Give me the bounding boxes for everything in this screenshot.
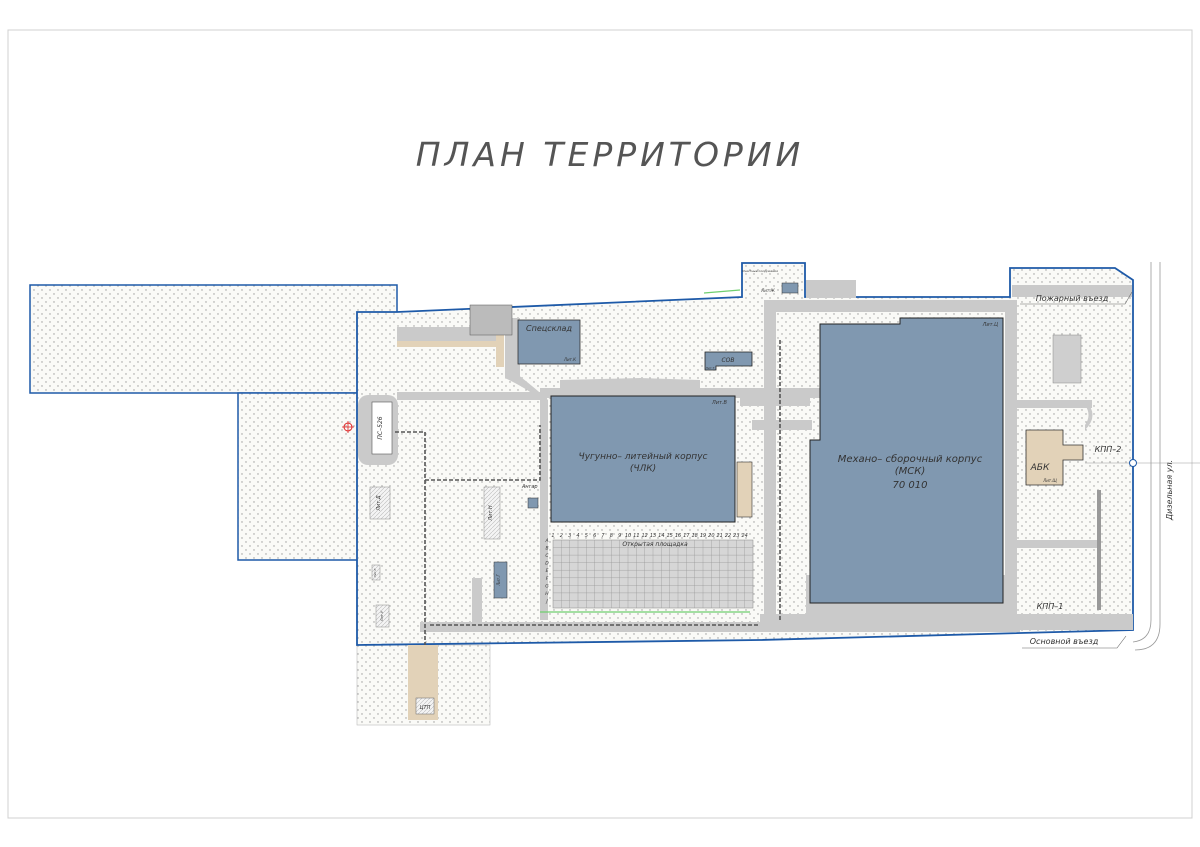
column-label: 14 bbox=[658, 533, 664, 539]
svg-text:ПС–526: ПС–526 bbox=[377, 416, 384, 439]
column-label: 4 bbox=[576, 533, 579, 539]
svg-text:Лит.В: Лит.В bbox=[711, 400, 728, 406]
building-lit-d[interactable]: Лит.Д bbox=[369, 486, 391, 520]
building-ps526[interactable]: ПС–526 bbox=[371, 401, 393, 455]
building-lit-g[interactable]: Лит.Г bbox=[493, 561, 508, 599]
column-label: 19 bbox=[700, 533, 706, 539]
building-annex bbox=[736, 461, 753, 518]
building-sov[interactable]: СОВ Лит.Т bbox=[704, 351, 753, 371]
column-label: 18 bbox=[691, 533, 697, 539]
svg-text:Чугунно– литейный корпус: Чугунно– литейный корпус bbox=[579, 452, 708, 462]
column-label: 2 bbox=[560, 533, 563, 539]
fire-entrance-label: Пожарный въезд bbox=[1020, 291, 1133, 305]
svg-text:Лит.Ц: Лит.Ц bbox=[982, 322, 999, 328]
utility-lines bbox=[395, 340, 781, 700]
building-msk[interactable]: Механо– сборочный корпус (МСК) 70 010 Ли… bbox=[809, 317, 1004, 604]
row-label: H bbox=[545, 591, 549, 597]
column-label: 24 bbox=[741, 533, 747, 539]
column-label: 21 bbox=[716, 533, 722, 539]
row-label: G bbox=[545, 583, 549, 589]
column-label: 17 bbox=[683, 533, 690, 539]
row-label: E bbox=[546, 568, 549, 574]
column-label: 22 bbox=[725, 533, 731, 539]
column-label: 7 bbox=[601, 533, 605, 539]
main-entrance-label: Основной въезд bbox=[1022, 635, 1127, 649]
svg-text:Очистные сооружения: Очистные сооружения bbox=[742, 269, 778, 273]
svg-text:АБК: АБК bbox=[1030, 463, 1050, 473]
column-label: 5 bbox=[585, 533, 588, 539]
svg-text:Дизельная ул.: Дизельная ул. bbox=[1165, 460, 1174, 521]
column-label: 16 bbox=[675, 533, 681, 539]
column-label: 12 bbox=[641, 533, 647, 539]
svg-text:(ЧЛК): (ЧЛК) bbox=[630, 464, 656, 474]
building-abk[interactable]: АБК Лит.Щ bbox=[1025, 429, 1084, 486]
green-lines bbox=[540, 289, 750, 613]
building-lit-r[interactable]: Лит.Р bbox=[371, 564, 381, 581]
building-chlk[interactable]: Чугунно– литейный корпус (ЧЛК) Лит.В bbox=[550, 395, 736, 523]
svg-text:Механо– сборочный корпус: Механо– сборочный корпус bbox=[838, 453, 983, 465]
svg-text:Лит.Ж: Лит.Ж bbox=[760, 288, 775, 293]
row-label: J bbox=[545, 598, 548, 604]
sheet-frame bbox=[7, 29, 1193, 819]
building-lit-n[interactable]: Лит.Н bbox=[483, 486, 501, 540]
row-label: A bbox=[544, 538, 548, 544]
kpp2-label: КПП–2 bbox=[1095, 445, 1122, 454]
building-tsp[interactable]: ЦТП bbox=[408, 645, 438, 720]
cooling-tower bbox=[1052, 334, 1082, 384]
column-label: 15 bbox=[666, 533, 672, 539]
svg-text:Открытая площадка: Открытая площадка bbox=[622, 541, 688, 548]
building-lit-zh[interactable]: Лит.Ж Очистные сооружения bbox=[742, 269, 799, 294]
column-label: 1 bbox=[551, 533, 554, 539]
row-label: C bbox=[545, 553, 549, 559]
equipment-yard bbox=[469, 304, 513, 336]
column-label: 6 bbox=[593, 533, 596, 539]
row-label: B bbox=[545, 546, 548, 552]
column-label: 8 bbox=[610, 533, 613, 539]
svg-text:Лит.У: Лит.У bbox=[380, 610, 384, 622]
column-label: 11 bbox=[633, 533, 639, 539]
svg-text:Лит.Р: Лит.Р bbox=[373, 568, 377, 578]
svg-text:Лит.Т: Лит.Т bbox=[705, 366, 716, 370]
svg-text:Лит.Щ: Лит.Щ bbox=[1042, 478, 1057, 483]
building-lit-u[interactable]: Лит.У bbox=[375, 604, 390, 628]
building-angar[interactable]: Ангар bbox=[521, 484, 539, 509]
svg-text:Лит.К: Лит.К bbox=[563, 357, 576, 362]
parking-north bbox=[806, 280, 856, 298]
column-label: 23 bbox=[733, 533, 739, 539]
svg-text:70 010: 70 010 bbox=[893, 480, 928, 491]
column-label: 10 bbox=[625, 533, 631, 539]
svg-text:СОВ: СОВ bbox=[721, 357, 734, 364]
column-label: 9 bbox=[618, 533, 621, 539]
column-label: 13 bbox=[650, 533, 656, 539]
plan-title: ПЛАН ТЕРРИТОРИИ bbox=[416, 135, 804, 174]
svg-text:Лит.Г: Лит.Г bbox=[496, 574, 501, 587]
row-label: D bbox=[545, 561, 549, 567]
svg-text:Пожарный въезд: Пожарный въезд bbox=[1036, 294, 1109, 303]
west-parcel bbox=[29, 284, 398, 561]
svg-text:(МСК): (МСК) bbox=[895, 466, 926, 477]
svg-text:Спецсклад: Спецсклад bbox=[526, 324, 572, 333]
svg-text:Основной въезд: Основной въезд bbox=[1030, 637, 1099, 646]
svg-text:Лит.Н: Лит.Н bbox=[488, 505, 494, 522]
svg-text:Лит.Д: Лит.Д bbox=[376, 495, 382, 512]
building-spetssklad[interactable]: Спецсклад Лит.К bbox=[517, 319, 581, 365]
open-area-grid bbox=[553, 540, 753, 608]
kpp1-label: КПП–1 bbox=[1037, 602, 1064, 611]
svg-text:Ангар: Ангар bbox=[521, 484, 538, 490]
survey-marker-icon bbox=[342, 421, 354, 433]
dizelnaya-street: Дизельная ул. bbox=[1085, 262, 1200, 651]
svg-text:ЦТП: ЦТП bbox=[420, 705, 431, 711]
column-label: 20 bbox=[708, 533, 714, 539]
row-label: F bbox=[546, 576, 549, 582]
column-label: 3 bbox=[568, 533, 571, 539]
